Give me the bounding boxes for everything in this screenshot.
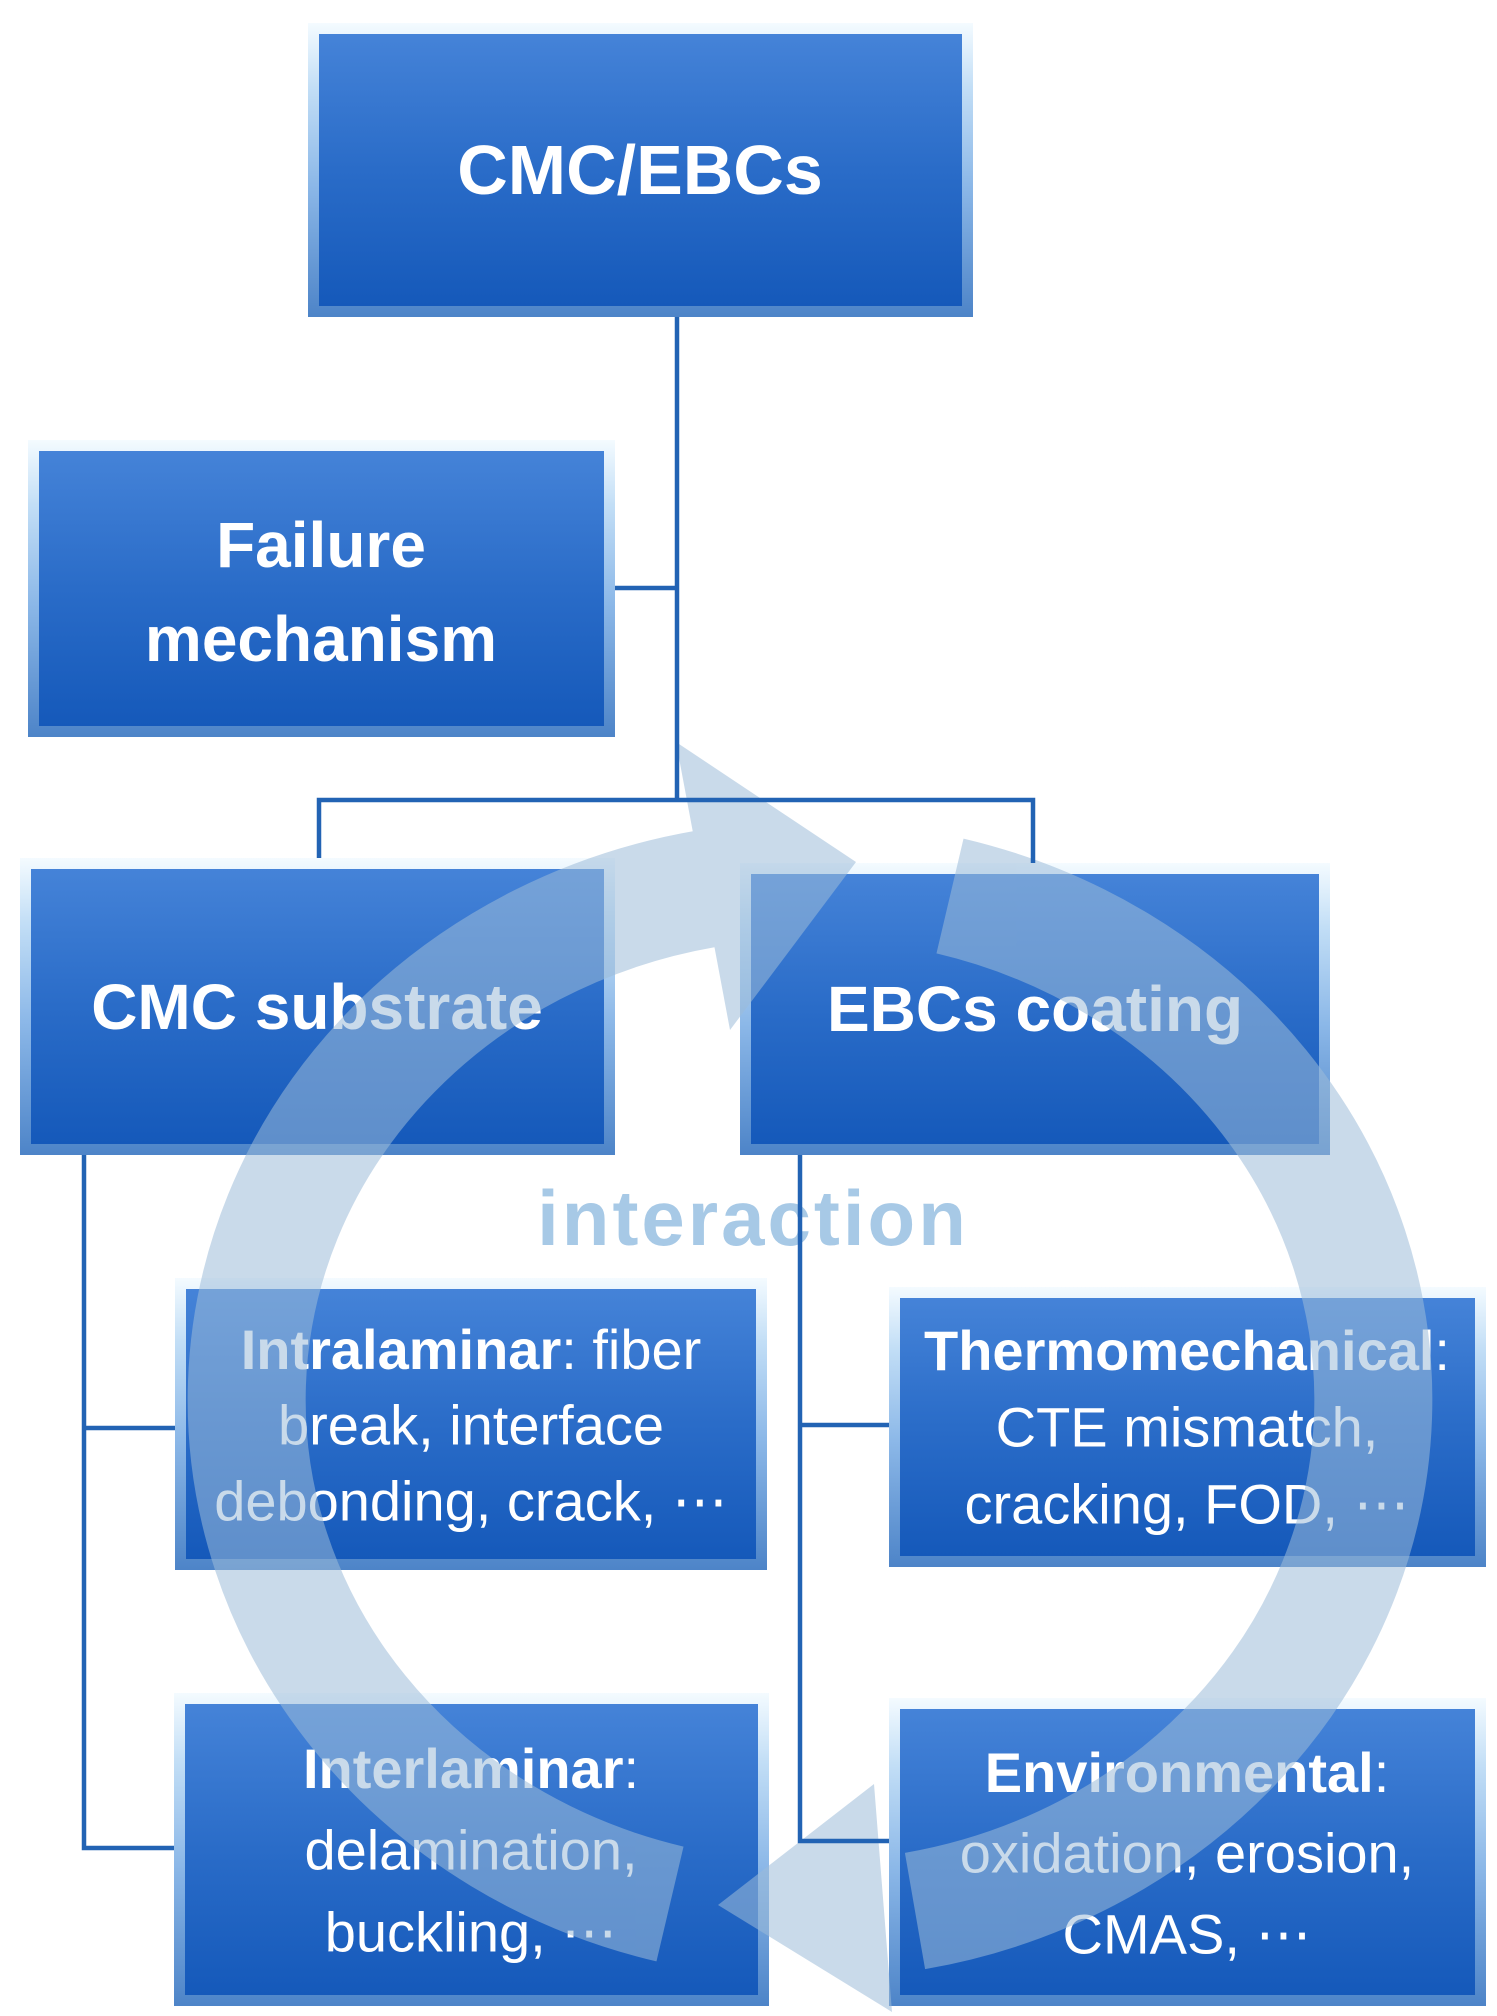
node-failure-mechanism-box: [39, 451, 604, 726]
node-cmc-ebcs-label: CMC/EBCs: [457, 131, 823, 209]
cycle-arrowhead-top-icon: [676, 742, 856, 1030]
interaction-cycle-arrow: [187, 742, 1433, 2012]
node-failure-mechanism-line2: mechanism: [145, 603, 497, 675]
connectors: [81, 317, 1036, 1851]
node-failure-mechanism: Failure mechanism: [28, 440, 615, 737]
connector-branch: [316, 797, 1036, 863]
connector-right-rail: [797, 1155, 889, 1844]
connector-left-rail: [81, 1155, 174, 1851]
cycle-arc-lower: [904, 838, 1433, 1970]
node-cmc-ebcs-box: [319, 34, 962, 306]
node-intralaminar-line2: break, interface: [278, 1394, 664, 1457]
node-cmc-ebcs: CMC/EBCs: [308, 23, 973, 317]
node-environmental-line3: CMAS, ⋯: [1063, 1903, 1312, 1966]
node-failure-mechanism-line1: Failure: [216, 509, 426, 581]
cycle-arc-upper: [187, 830, 716, 1962]
interaction-label: interaction: [537, 1174, 969, 1262]
